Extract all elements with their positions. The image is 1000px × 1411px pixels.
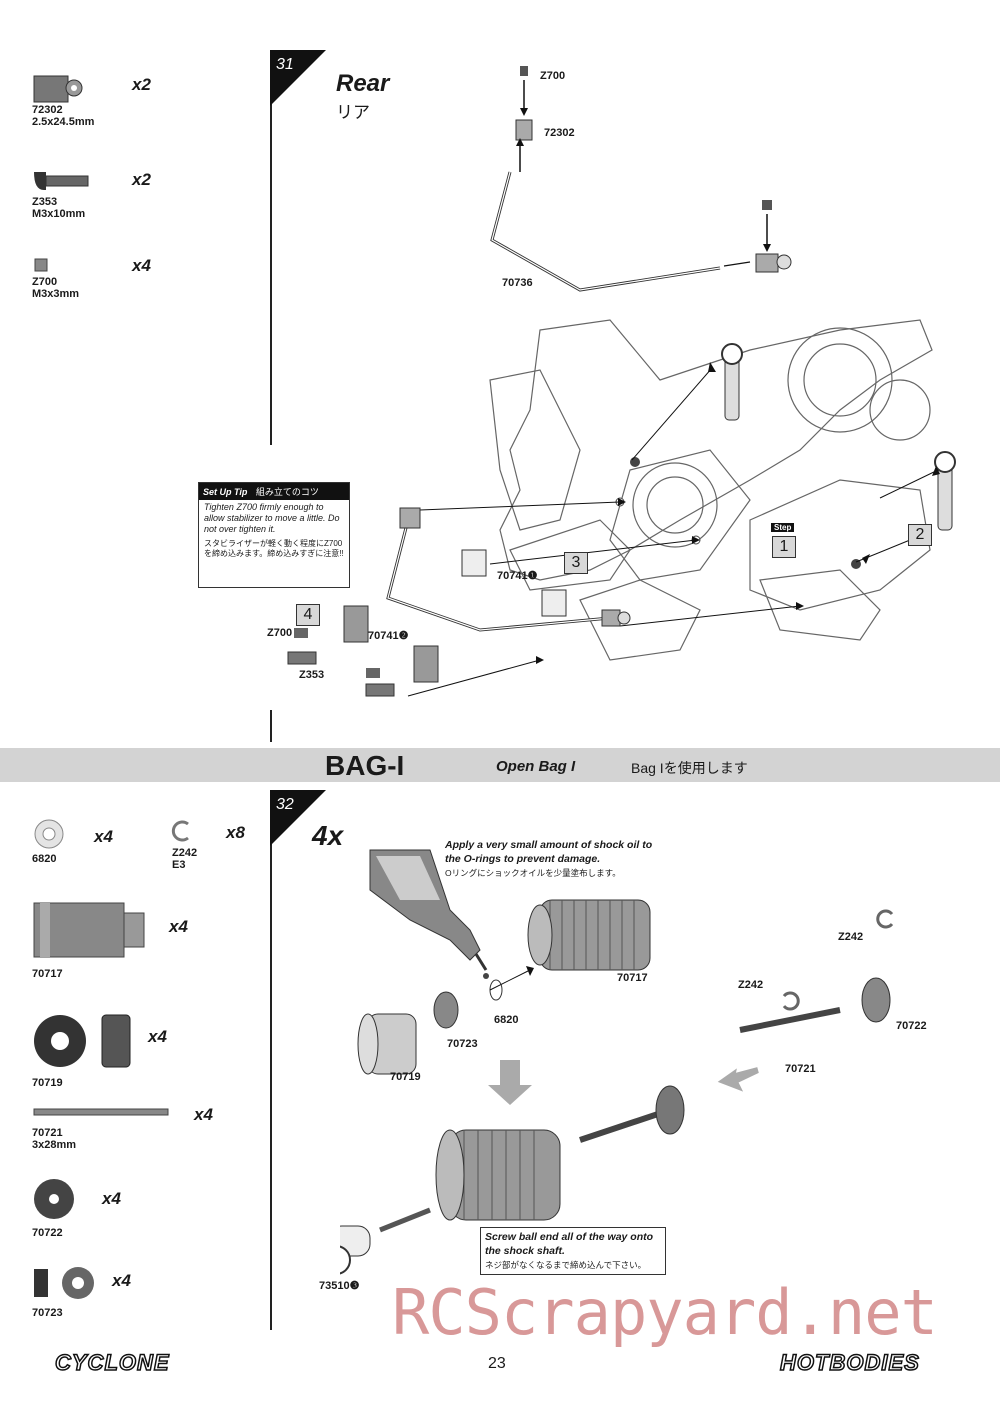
bag-jp: Bag Iを使用します [631,760,748,776]
shock-body-icon [33,902,145,958]
part-code: Z242 E3 [172,847,197,871]
bag-banner: BAG-I Open Bag I Bag Iを使用します [0,748,1000,782]
sub-step-3: 3 [564,552,588,574]
step31-number: 31 [276,56,294,73]
label-70722: 70722 [896,1020,927,1032]
step32-multiplier: 4x [312,820,344,851]
step32-number: 32 [276,796,294,813]
label-72302-top: 72302 [544,127,575,139]
part-qty: x2 [132,170,151,189]
label-70741-2: 70741❷ [368,630,409,642]
part-qty: x4 [102,1189,121,1208]
sub-step-4: 4 [296,604,320,626]
step31-number-badge: 31 [270,50,326,106]
part-code-72302: 72302 [32,104,63,116]
oring-icon [34,819,64,849]
step31-divider-lower [270,710,272,742]
shock-shaft-icon [33,1108,169,1116]
label-z353-left: Z353 [299,669,325,681]
shock-spacer-icon [34,1267,94,1299]
part-size-z353: M3x10mm [32,208,86,220]
set-screw-icon [34,258,48,272]
tip-header: Set Up Tip 組み立てのコツ [199,483,349,500]
part-code-z353: Z353 [32,196,58,208]
hotbodies-logo: HOTBODIES [779,1349,920,1376]
cyclone-logo: CYCLONE [54,1349,170,1376]
part-qty: x4 [169,917,188,936]
watermark: RCScrapyard.net [392,1276,938,1349]
screw-icon [34,172,89,190]
part-code-70721: 70721 [32,1127,63,1139]
note-ball-end: Screw ball end all of the way onto the s… [480,1227,666,1275]
label-z242-b: Z242 [738,979,764,991]
page-number: 23 [488,1355,506,1372]
step31-title: Rear リア [336,70,389,123]
label-70717: 70717 [617,972,648,984]
stabilizer-holder-icon [33,75,83,103]
label-73510: 73510❸ [319,1280,360,1292]
part-size-z242: E3 [172,859,186,871]
part-qty: x2 [132,75,151,94]
part-qty: x4 [94,827,113,846]
step31-title-jp: リア [336,103,370,122]
label-70723: 70723 [447,1038,478,1050]
part-code-70723: 70723 [32,1307,63,1319]
part-qty: x4 [194,1105,213,1124]
part-qty: x4 [148,1027,167,1046]
note-oil-jp: Oリングにショックオイルを少量塗布します。 [445,868,621,878]
part-code-z242: Z242 [172,847,198,859]
tip-header-jp: 組み立てのコツ [255,487,319,497]
part-qty: x4 [112,1271,131,1290]
step31-divider [270,50,272,445]
part-code-70719: 70719 [32,1077,63,1089]
note-ball-end-jp: ネジ部がなくなるまで締め込んで下さい。 [485,1260,647,1270]
note-ball-end-en: Screw ball end all of the way onto the s… [485,1231,654,1257]
bag-name: BAG-I [325,750,405,781]
part-qty: x4 [132,256,151,275]
label-z242-a: Z242 [838,931,864,943]
label-6820: 6820 [494,1014,519,1026]
note-oil: Apply a very small amount of shock oil t… [445,838,655,880]
part-code-6820: 6820 [32,853,57,865]
set-up-tip-box: Set Up Tip 組み立てのコツ Tighten Z700 firmly e… [198,482,350,588]
tip-text-jp: スタビライザーが軽く動く程度にZ700を締め込みます。締め込みすぎに注意!! [204,539,344,558]
step-tag: Step [771,523,795,532]
sub-step-1: 1 [772,536,796,558]
part-size-z700: M3x3mm [32,288,80,300]
part-code: 70721 3x28mm [32,1127,76,1151]
part-code-70717: 70717 [32,968,63,980]
sub-step-2: 2 [908,524,932,546]
part-code: Z353 M3x10mm [32,196,85,220]
step32-diagram [340,849,894,1275]
label-70719: 70719 [390,1071,421,1083]
parts-list-step31: 72302 2.5x24.5mm x2 Z353 M3x10mm x2 Z700… [32,70,232,310]
shock-cap-icon [34,1014,131,1068]
step31-diagram [287,66,956,697]
label-70741-1: 70741❶ [497,570,538,582]
note-oil-en: Apply a very small amount of shock oil t… [445,839,653,865]
part-code-70722: 70722 [32,1227,63,1239]
bag-open: Open Bag I [496,758,576,775]
step32-number-badge: 32 [270,790,326,846]
part-size-70721: 3x28mm [32,1139,77,1151]
step31-title-en: Rear [336,70,390,97]
part-size-72302: 2.5x24.5mm [32,116,95,128]
parts-list-step32: 6820 x4 Z242 E3 x8 70717 x4 70719 x4 707… [30,815,260,1325]
shock-piston-icon [34,1179,74,1219]
tip-header-en: Set Up Tip [203,487,248,497]
label-z700-top: Z700 [540,70,566,82]
part-code: Z700 M3x3mm [32,276,79,300]
label-70721: 70721 [785,1063,816,1075]
part-code-z700: Z700 [32,276,58,288]
tip-text-en: Tighten Z700 firmly enough to allow stab… [204,502,340,534]
part-qty: x8 [226,823,245,842]
label-70736: 70736 [502,277,533,289]
step32-divider [270,790,272,1330]
part-code: 72302 2.5x24.5mm [32,104,94,128]
label-z700-left: Z700 [267,627,293,639]
e-clip-icon [171,820,189,842]
